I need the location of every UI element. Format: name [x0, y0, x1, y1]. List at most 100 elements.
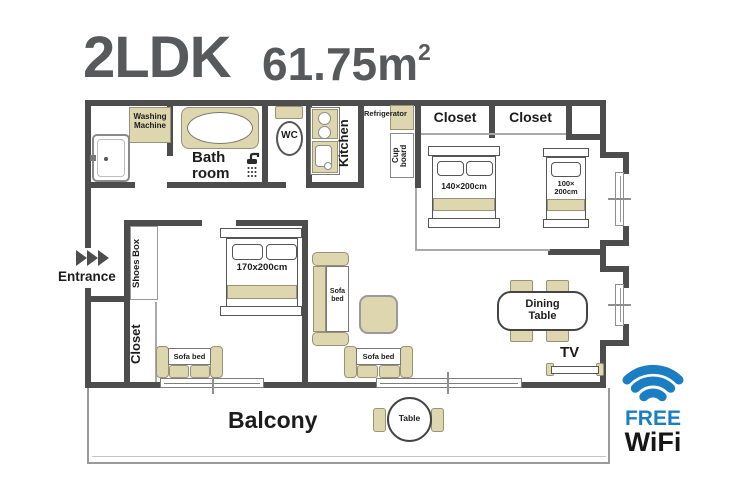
free-label: FREE: [624, 407, 681, 430]
dining-table-label: Dining Table: [525, 298, 560, 322]
sliding-door-bedroom1-tick: [212, 372, 214, 394]
arrow-right-icon: [98, 250, 109, 266]
sofa-seat: [379, 365, 400, 378]
area-sup: 2: [418, 39, 431, 65]
wall-left-lower: [85, 288, 91, 388]
bed-master-pillow: [266, 244, 297, 260]
bed-master-blanket: [227, 285, 297, 299]
stove-burner: [318, 112, 331, 125]
stove-burner: [318, 126, 331, 139]
sofa-bed-bedroom1-label: Sofa bed: [173, 352, 206, 361]
toilet-bowl: [276, 121, 303, 156]
balcony-table: [387, 397, 432, 442]
bed-single-footboard: [543, 219, 589, 228]
balcony-edge-bottom: [87, 462, 610, 464]
wall-right-mid: [600, 240, 606, 272]
wall-bay1-stub-top: [623, 152, 629, 174]
wall-bay1-stub-bottom: [623, 226, 629, 246]
wall-wc-kitchen: [306, 100, 312, 188]
kitchen-label: Kitchen: [336, 119, 351, 167]
wall-step: [548, 249, 606, 255]
bed-single-headboard: [543, 148, 589, 157]
sofa-seat: [357, 365, 378, 378]
wall-bay2-stub-bottom: [623, 324, 629, 346]
wall-wc-bottom: [268, 182, 286, 188]
arrow-right-icon: [76, 250, 87, 266]
sliding-door-living-tick: [447, 372, 449, 394]
wall-bath-wc: [262, 100, 268, 188]
cupboard: [390, 133, 414, 178]
wall-bay1-bottom: [600, 240, 629, 246]
kitchen-sink-basin: [315, 145, 332, 167]
bed-master-size: 170x200cm: [236, 262, 288, 273]
arrow-right-icon: [87, 250, 98, 266]
balcony-table-label: Table: [398, 413, 421, 423]
closet-left-label: Closet: [128, 324, 143, 364]
sofa-seat: [313, 266, 326, 332]
sofa-armrest: [312, 332, 349, 346]
wall-kitchen-right: [358, 100, 364, 188]
sofa-seat: [169, 365, 189, 378]
shower-icon: [247, 152, 260, 177]
area-value: 61.75: [262, 38, 378, 90]
wall-niche-bottom: [566, 134, 606, 140]
wc-label: WC: [281, 130, 298, 141]
bed-double-pillow: [437, 161, 464, 176]
wall-bedroom1-right: [302, 220, 308, 388]
bedroom2-sliding-bottom: [415, 249, 550, 251]
wall-bedroom1-top-a: [162, 220, 202, 226]
tv-stand: [551, 366, 599, 374]
entrance-label: Entrance: [58, 269, 116, 284]
wall-bedroom1-top-b: [236, 220, 302, 226]
closet-left-front-line: [155, 302, 157, 382]
bed-single-blanket: [547, 199, 585, 211]
bed-double-footboard: [428, 218, 500, 228]
window-dining-tick: [608, 304, 631, 306]
wall-bay2-stub-top: [623, 266, 629, 288]
wifi-icon: [622, 364, 684, 402]
wall-bay2-bottom: [600, 340, 629, 346]
shoes-box: [130, 226, 158, 300]
bed-double-pillow: [466, 161, 493, 176]
refrigerator-label: Refrigerator: [364, 109, 407, 118]
balcony-label: Balcony: [228, 407, 318, 433]
wall-bay1-top: [600, 152, 629, 158]
bed-master-footboard: [220, 306, 302, 316]
sofa-armrest: [210, 346, 223, 378]
wall-left-upper: [85, 100, 91, 248]
wall-right-upper: [600, 100, 606, 158]
balcony-chair: [431, 408, 444, 432]
wall-bay2-top: [600, 266, 629, 272]
closet-front-line: [421, 133, 566, 135]
sofa-bed-bedroom1: [168, 348, 211, 365]
sliding-door-living: [376, 378, 522, 388]
balcony-edge-inner: [92, 456, 606, 457]
entrance-arrows: [76, 250, 109, 266]
wall-shoesbox-top: [124, 220, 162, 226]
bed-double-blanket: [433, 198, 495, 211]
bed-master-pillow: [232, 244, 263, 260]
bed-double-headboard: [428, 146, 500, 156]
window-bedroom2-tick: [608, 198, 631, 200]
refrigerator: [390, 105, 414, 130]
wall-shoesbox-closet: [124, 220, 130, 388]
bed-single-pillow: [551, 162, 581, 177]
wall-closet2-right: [566, 100, 572, 140]
balcony-edge-right: [608, 388, 610, 464]
wifi-label: WiFi: [624, 427, 682, 457]
bed-master-headboard: [220, 228, 302, 238]
wall-washroom-bottom: [85, 182, 135, 188]
sofa-bed-living-horizontal-label: Sofa bed: [362, 352, 395, 361]
wall-closet-divider: [489, 100, 495, 138]
sofa-armrest: [312, 252, 349, 266]
balcony-chair: [373, 408, 386, 432]
wall-entrance-hall: [85, 296, 130, 302]
bedroom2-sliding-left: [415, 188, 417, 251]
washbasin-inner: [97, 139, 125, 177]
sofa-bed-living-horizontal: [356, 348, 401, 365]
closet-top-right-label: Closet: [509, 109, 552, 125]
square-table: [359, 295, 398, 334]
kitchen-drain: [324, 162, 332, 170]
wall-bottom: [85, 382, 606, 388]
washing-machine-label: Washing Machine: [133, 112, 167, 130]
